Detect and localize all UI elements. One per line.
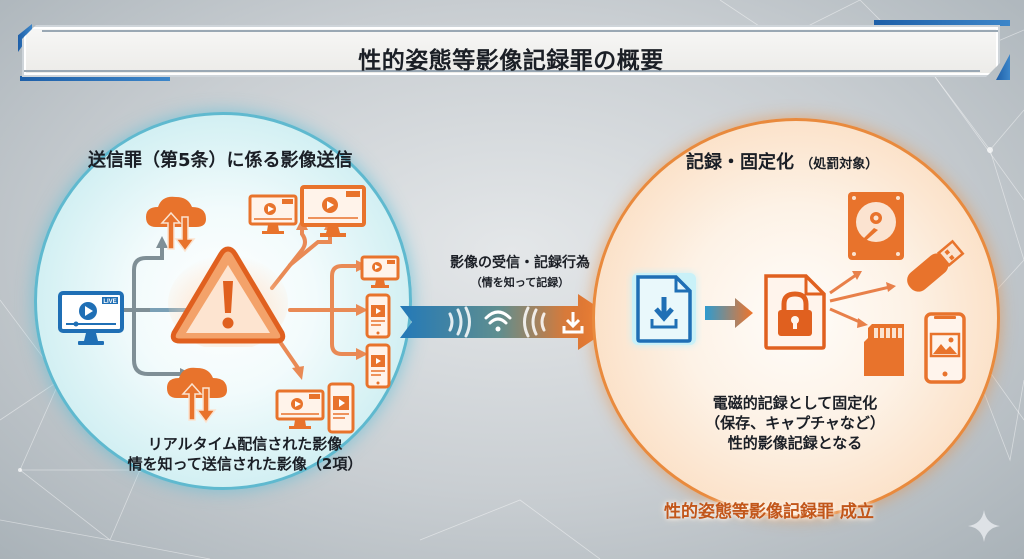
locked-file-icon bbox=[764, 274, 826, 350]
monitor-live-icon bbox=[275, 389, 325, 429]
page-title: 性的姿態等影像記録罪の概要 bbox=[358, 48, 664, 74]
smartphone-video-icon bbox=[365, 293, 391, 339]
monitor-live-icon bbox=[360, 255, 400, 288]
monitor-live-icon bbox=[248, 194, 298, 234]
warning-triangle-icon bbox=[168, 246, 288, 347]
banner-accent-bottomleft bbox=[20, 76, 170, 81]
receive-record-sublabel: （情を知って記録） bbox=[470, 276, 570, 289]
to-locked-file-arrow bbox=[705, 298, 753, 328]
caption-line: 性的影像記録となる bbox=[727, 434, 863, 452]
download-icon bbox=[562, 312, 584, 334]
svg-text:LIVE: LIVE bbox=[103, 299, 116, 305]
smartphone-video-icon bbox=[365, 343, 391, 389]
storage-fanout-arrows bbox=[829, 271, 896, 328]
sd-card-icon bbox=[864, 324, 904, 376]
hard-drive-icon bbox=[848, 192, 904, 260]
smartphone-image-icon bbox=[924, 312, 966, 384]
banner-rule-bottom bbox=[24, 70, 980, 72]
cloud-sync-icon bbox=[146, 196, 206, 253]
receive-record-label: 影像の受信・記録行為 bbox=[450, 255, 590, 271]
caption-line: （保存、キャプチャなど） bbox=[705, 414, 885, 432]
usb-drive-icon bbox=[907, 239, 965, 292]
recording-caption: 電磁的記録として固定化 （保存、キャプチャなど） 性的影像記録となる bbox=[650, 393, 940, 453]
cloud-sync-icon bbox=[167, 367, 227, 424]
smartphone-video-icon bbox=[327, 382, 355, 434]
recording-heading: 記録・固定化 （処罰対象） bbox=[686, 148, 878, 174]
sparkle-icon bbox=[968, 510, 1000, 542]
transmission-heading: 送信罪（第5条）に係る影像送信 bbox=[88, 150, 353, 171]
receive-flow-arrow bbox=[400, 294, 620, 350]
recording-heading-main: 記録・固定化 bbox=[686, 152, 794, 173]
download-file-icon bbox=[632, 273, 696, 345]
source-monitor-icon: LIVE bbox=[58, 291, 124, 345]
banner-accent-topright bbox=[874, 20, 1010, 26]
caption-line: 情を知って送信された影像（2項） bbox=[127, 455, 363, 473]
monitor-live-icon bbox=[300, 185, 366, 237]
caption-line: リアルタイム配信された影像 bbox=[147, 435, 343, 453]
recording-heading-note: （処罰対象） bbox=[800, 157, 879, 172]
banner-panel: 性的姿態等影像記録罪の概要 bbox=[22, 25, 1000, 77]
transmission-caption: リアルタイム配信された影像 情を知って送信された影像（2項） bbox=[100, 434, 390, 474]
title-banner: 性的姿態等影像記録罪の概要 bbox=[12, 20, 1010, 82]
banner-rule-top bbox=[42, 30, 998, 32]
crime-established-label: 性的姿態等影像記録罪 成立 bbox=[664, 502, 874, 522]
wifi-icon bbox=[484, 310, 512, 325]
caption-line: 電磁的記録として固定化 bbox=[712, 394, 878, 412]
